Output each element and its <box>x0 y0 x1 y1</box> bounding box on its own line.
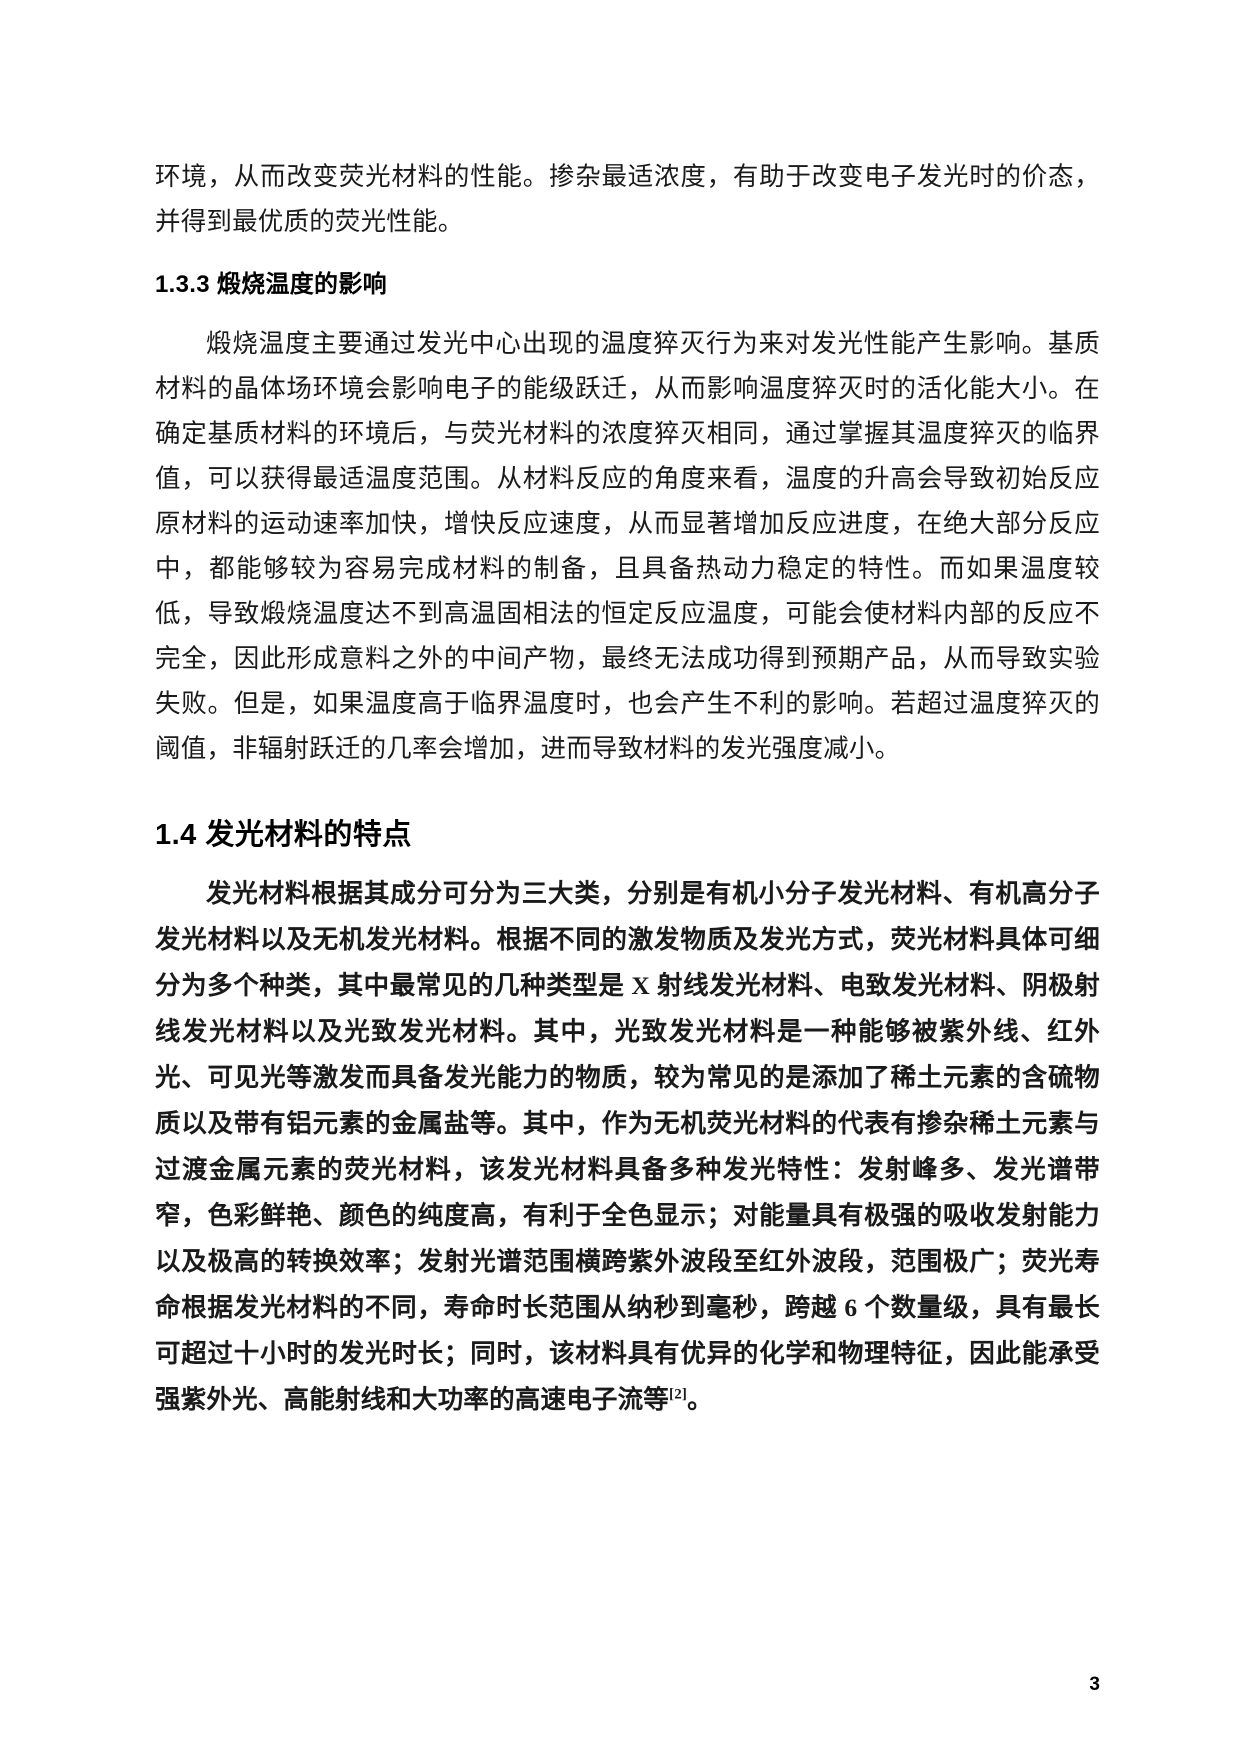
heading-1-4: 1.4 发光材料的特点 <box>155 819 412 851</box>
body-paragraph-1-3-3: 煅烧温度主要通过发光中心出现的温度猝灭行为来对发光性能产生影响。基质材料的晶体场… <box>155 329 1100 763</box>
reference-marker: [2] <box>669 1386 688 1403</box>
continued-paragraph: 环境，从而改变荧光材料的性能。掺杂最适浓度，有助于改变电子发光时的价态，并得到最… <box>155 162 1100 236</box>
body-paragraph-1-4: 发光材料根据其成分可分为三大类，分别是有机小分子发光材料、有机高分子发光材料以及… <box>155 871 1100 1423</box>
heading-1-3-3: 1.3.3 煅烧温度的影响 <box>155 271 387 298</box>
body-paragraph-1-4-tail: 。 <box>687 1385 713 1414</box>
page-number: 3 <box>1089 1674 1100 1695</box>
body-paragraph-1-4-text: 发光材料根据其成分可分为三大类，分别是有机小分子发光材料、有机高分子发光材料以及… <box>155 879 1100 1414</box>
